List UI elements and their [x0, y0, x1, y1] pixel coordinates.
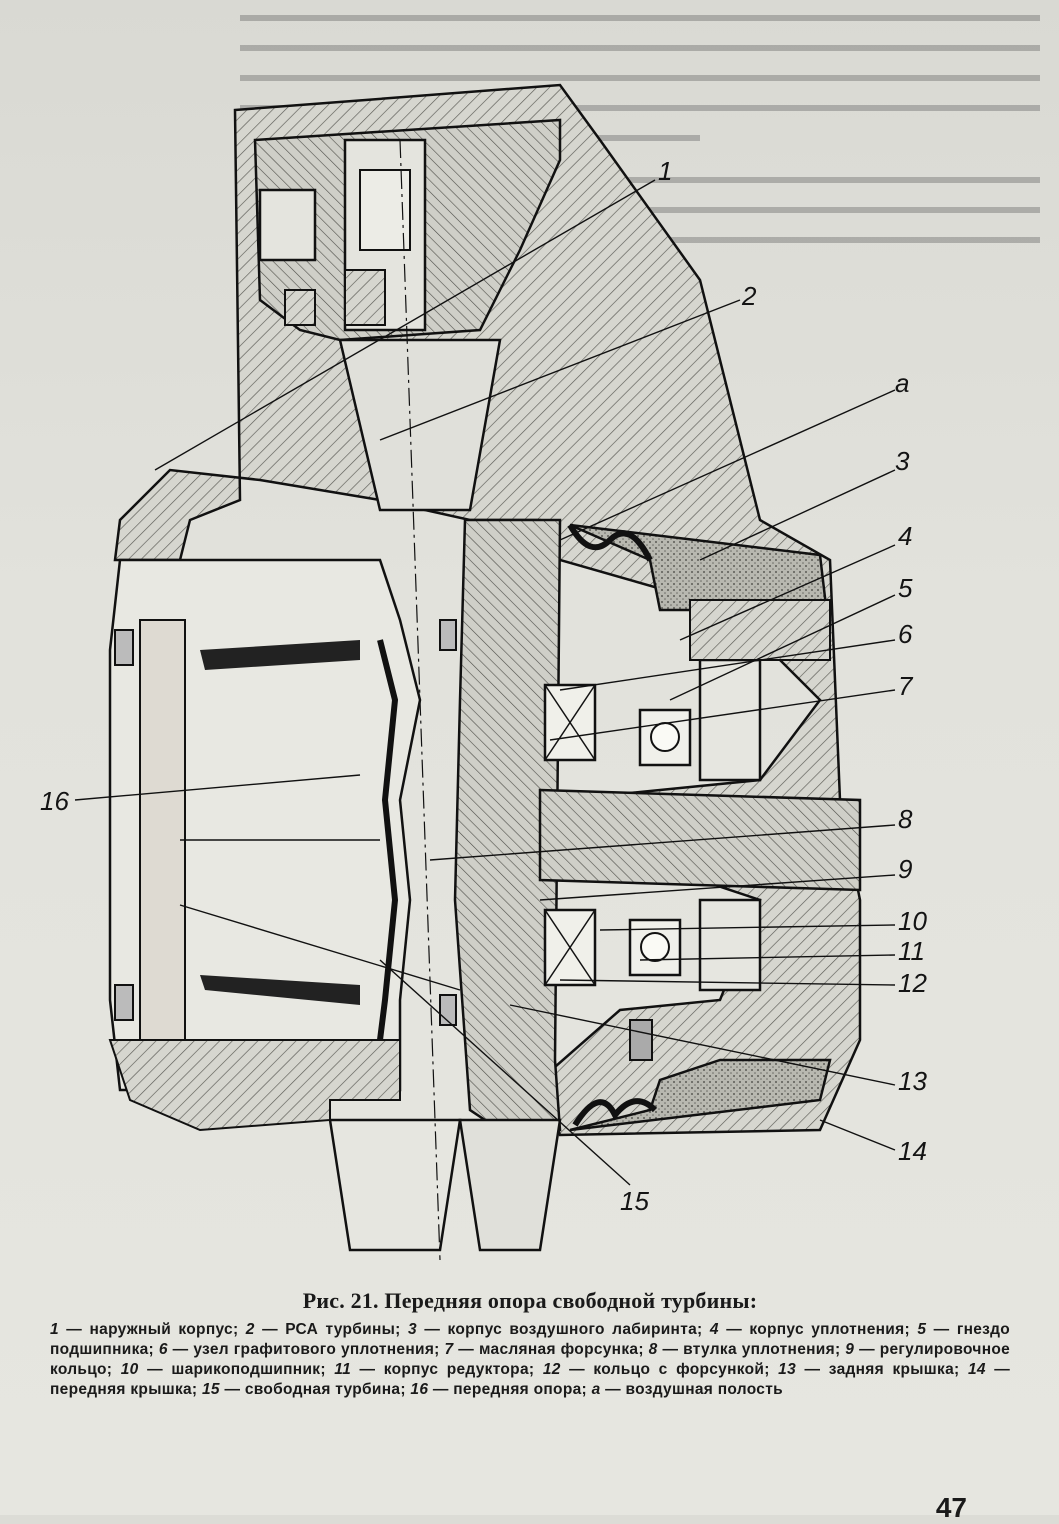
- caption-title: Рис. 21. Передняя опора свободной турбин…: [50, 1288, 1010, 1314]
- callout-12: 12: [898, 968, 927, 998]
- page-number: 47: [935, 1492, 967, 1523]
- callout-16: 16: [40, 786, 69, 816]
- gearbox-housing: [698, 658, 762, 782]
- technical-drawing: 1 2 а 3 4 5 6 7 8 9 10 11 12 13 14 15 16: [40, 15, 1040, 1261]
- callout-10: 10: [898, 906, 927, 936]
- legend-item: 6 — узел графитового уплотнения;: [158, 1341, 440, 1358]
- callout-8: 8: [898, 804, 913, 834]
- callout-4: 4: [898, 521, 912, 551]
- callout-6: 6: [898, 619, 913, 649]
- callout-15: 15: [620, 1186, 649, 1216]
- legend-item: а — воздушная полость: [591, 1381, 783, 1398]
- callout-3: 3: [895, 446, 910, 476]
- callout-7: 7: [898, 671, 914, 701]
- callout-14: 14: [898, 1136, 927, 1166]
- callout-2: 2: [741, 281, 757, 311]
- legend-item: 5 — гнездо подшипника;: [50, 1321, 1011, 1358]
- legend-item: 16 — передняя опора;: [410, 1381, 587, 1398]
- callout-9: 9: [898, 854, 912, 884]
- callout-11: 11: [898, 936, 925, 966]
- legend-item: 9 — регулировочное кольцо;: [50, 1341, 1011, 1378]
- legend-item: 12 — кольцо с форсункой;: [542, 1361, 770, 1378]
- callout-13: 13: [898, 1066, 927, 1096]
- legend-item: 13 — задняя крышка;: [778, 1361, 960, 1378]
- legend-item: 11 — корпус редуктора;: [334, 1361, 535, 1378]
- figure-legend: 1 — наружный корпус; 2 — РСА турбины; 3 …: [50, 1320, 1010, 1400]
- leader-lines: [74, 179, 896, 1186]
- legend-item: 8 — втулка уплотнения;: [648, 1341, 841, 1358]
- legend-item: 3 — корпус воздушного лабиринта;: [408, 1321, 703, 1338]
- turbine-blade: [458, 1118, 562, 1252]
- callout-a: а: [895, 368, 909, 398]
- figure-title: Передняя опора свободной турбины:: [384, 1288, 758, 1313]
- legend-item: 15 — свободная турбина;: [202, 1381, 406, 1398]
- figure-label: Рис. 21.: [302, 1288, 379, 1313]
- legend-item: 10 — шарикоподшипник;: [120, 1361, 326, 1378]
- legend-item: 2 — РСА турбины;: [245, 1321, 401, 1338]
- legend-item: 14 — передняя крышка;: [50, 1361, 1011, 1398]
- callout-labels: 1 2 а 3 4 5 6 7 8 9 10 11 12 13 14 15 16: [40, 156, 927, 1216]
- legend-item: 4 — корпус уплотнения;: [709, 1321, 910, 1338]
- callout-5: 5: [898, 573, 913, 603]
- legend-item: 1 — наружный корпус;: [50, 1321, 239, 1338]
- legend-item: 7 — масляная форсунка;: [444, 1341, 644, 1358]
- front-support: [108, 558, 422, 1092]
- callout-1: 1: [658, 156, 672, 186]
- figure-caption: Рис. 21. Передняя опора свободной турбин…: [50, 1288, 1010, 1400]
